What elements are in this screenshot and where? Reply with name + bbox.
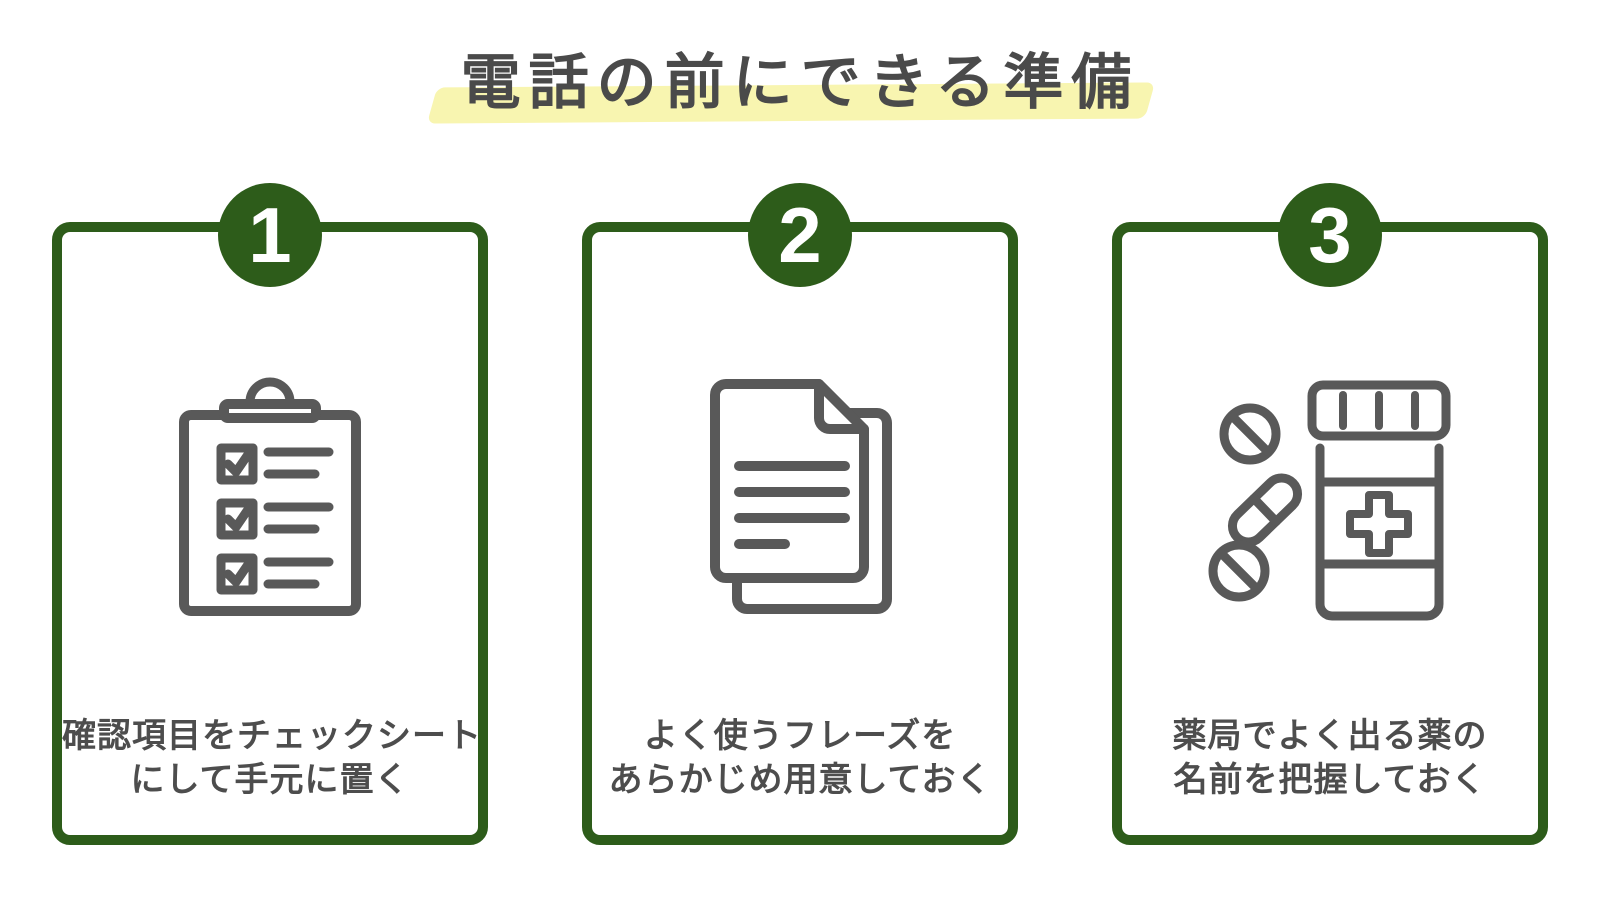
caption-line: よく使うフレーズを <box>643 716 957 755</box>
caption-line: 名前を把握しておく <box>1173 760 1487 799</box>
step-card-2: 2 よく使うフレーズを あらかじめ用意しておく <box>582 183 1018 845</box>
step-number-badge-3: 3 <box>1278 183 1382 287</box>
caption-line: あらかじめ用意しておく <box>608 760 992 799</box>
steps-row: 1 <box>52 183 1548 845</box>
step-card-3: 3 <box>1112 183 1548 845</box>
step-caption-1: 確認項目をチェックシート にして手元に置く <box>62 714 482 802</box>
caption-line: 確認項目をチェックシート <box>62 716 482 755</box>
page-title: 電話の前にできる準備 <box>460 49 1140 116</box>
caption-line: にして手元に置く <box>130 760 410 799</box>
step-number-badge-2: 2 <box>748 183 852 287</box>
documents-icon <box>592 378 1008 614</box>
step-number-badge-1: 1 <box>218 183 322 287</box>
step-caption-2: よく使うフレーズを あらかじめ用意しておく <box>592 714 1008 802</box>
step-caption-3: 薬局でよく出る薬の 名前を把握しておく <box>1122 714 1538 802</box>
caption-line: 薬局でよく出る薬の <box>1172 716 1488 755</box>
medicine-pills-icon <box>1122 378 1538 621</box>
header: 電話の前にできる準備 <box>0 0 1600 160</box>
step-card-1: 1 <box>52 183 488 845</box>
clipboard-checklist-icon <box>62 377 478 618</box>
